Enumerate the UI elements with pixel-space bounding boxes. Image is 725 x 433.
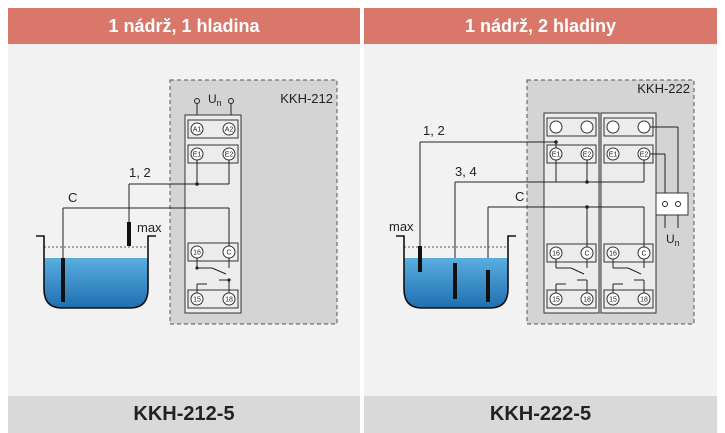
m1-terminal-18: 18 [583,297,591,304]
wiring [62,160,230,258]
label-common: C [68,190,77,205]
right-header: 1 nádrž, 2 hladiny [364,8,717,44]
probe-max-2 [418,246,422,272]
m1-terminal-e2: E2 [583,152,592,159]
probe-common [61,258,65,302]
probe-min [453,263,457,299]
water [44,258,148,308]
relay-module-1 [543,112,600,314]
terminal-circles [190,122,236,306]
m2-terminal-c: C [641,251,646,258]
wiring-2 [419,126,679,298]
top-circles [549,120,651,134]
tank [36,235,156,309]
device-label: KKH-212 [280,91,333,106]
terminal-e2: E2 [225,152,234,159]
terminal-15: 15 [193,297,201,304]
contact-dots [195,266,231,282]
relay-module [184,114,242,314]
m1-terminal-e1: E1 [552,152,561,159]
m1-terminal-c: C [584,251,589,258]
label-pair: 1, 2 [129,165,151,180]
junction-dots-2 [554,140,589,209]
relay-contacts-2 [555,259,645,293]
terminal-c: C [226,250,231,257]
m2-terminal-16: 16 [609,251,617,258]
m1-terminal-15: 15 [552,297,560,304]
tank-2 [396,235,516,309]
left-diagram: KKH-212 Un A1 A2 E1 E2 16 C [36,79,338,325]
relay-module-2 [600,112,657,314]
label-pair-b: 3, 4 [455,164,477,179]
m2-terminal-18: 18 [640,297,648,304]
m1-terminal-16: 16 [552,251,560,258]
m2-terminal-15: 15 [609,297,617,304]
probe-common-2 [486,270,490,302]
junction-dot [195,182,199,186]
right-diagram: KKH-222 E1 E2 E1 E2 16 C 16 [389,79,695,325]
label-max: max [389,219,414,234]
label-level: max [137,220,162,235]
m2-terminal-e1: E1 [609,152,618,159]
device-label-2: KKH-222 [637,81,690,96]
supply-terminal-2 [662,201,681,228]
terminal-16: 16 [193,250,201,257]
label-pair-a: 1, 2 [423,123,445,138]
relay-contact [196,258,230,293]
terminal-e1: E1 [193,152,202,159]
supply-box [655,192,689,216]
terminal-a1: A1 [193,127,202,134]
terminal-circles-2 [549,147,651,306]
supply-label: Un [208,92,222,108]
module-rows [187,119,239,309]
probe-max [127,222,131,246]
terminal-a2: A2 [225,127,234,134]
left-footer: KKH-212-5 [8,396,360,433]
right-footer: KKH-222-5 [364,396,717,433]
supply-label-2: Un [666,232,680,248]
m2-terminal-e2: E2 [640,152,649,159]
left-header: 1 nádrž, 1 hladina [8,8,360,44]
label-common-2: C [515,189,524,204]
terminal-18: 18 [225,297,233,304]
